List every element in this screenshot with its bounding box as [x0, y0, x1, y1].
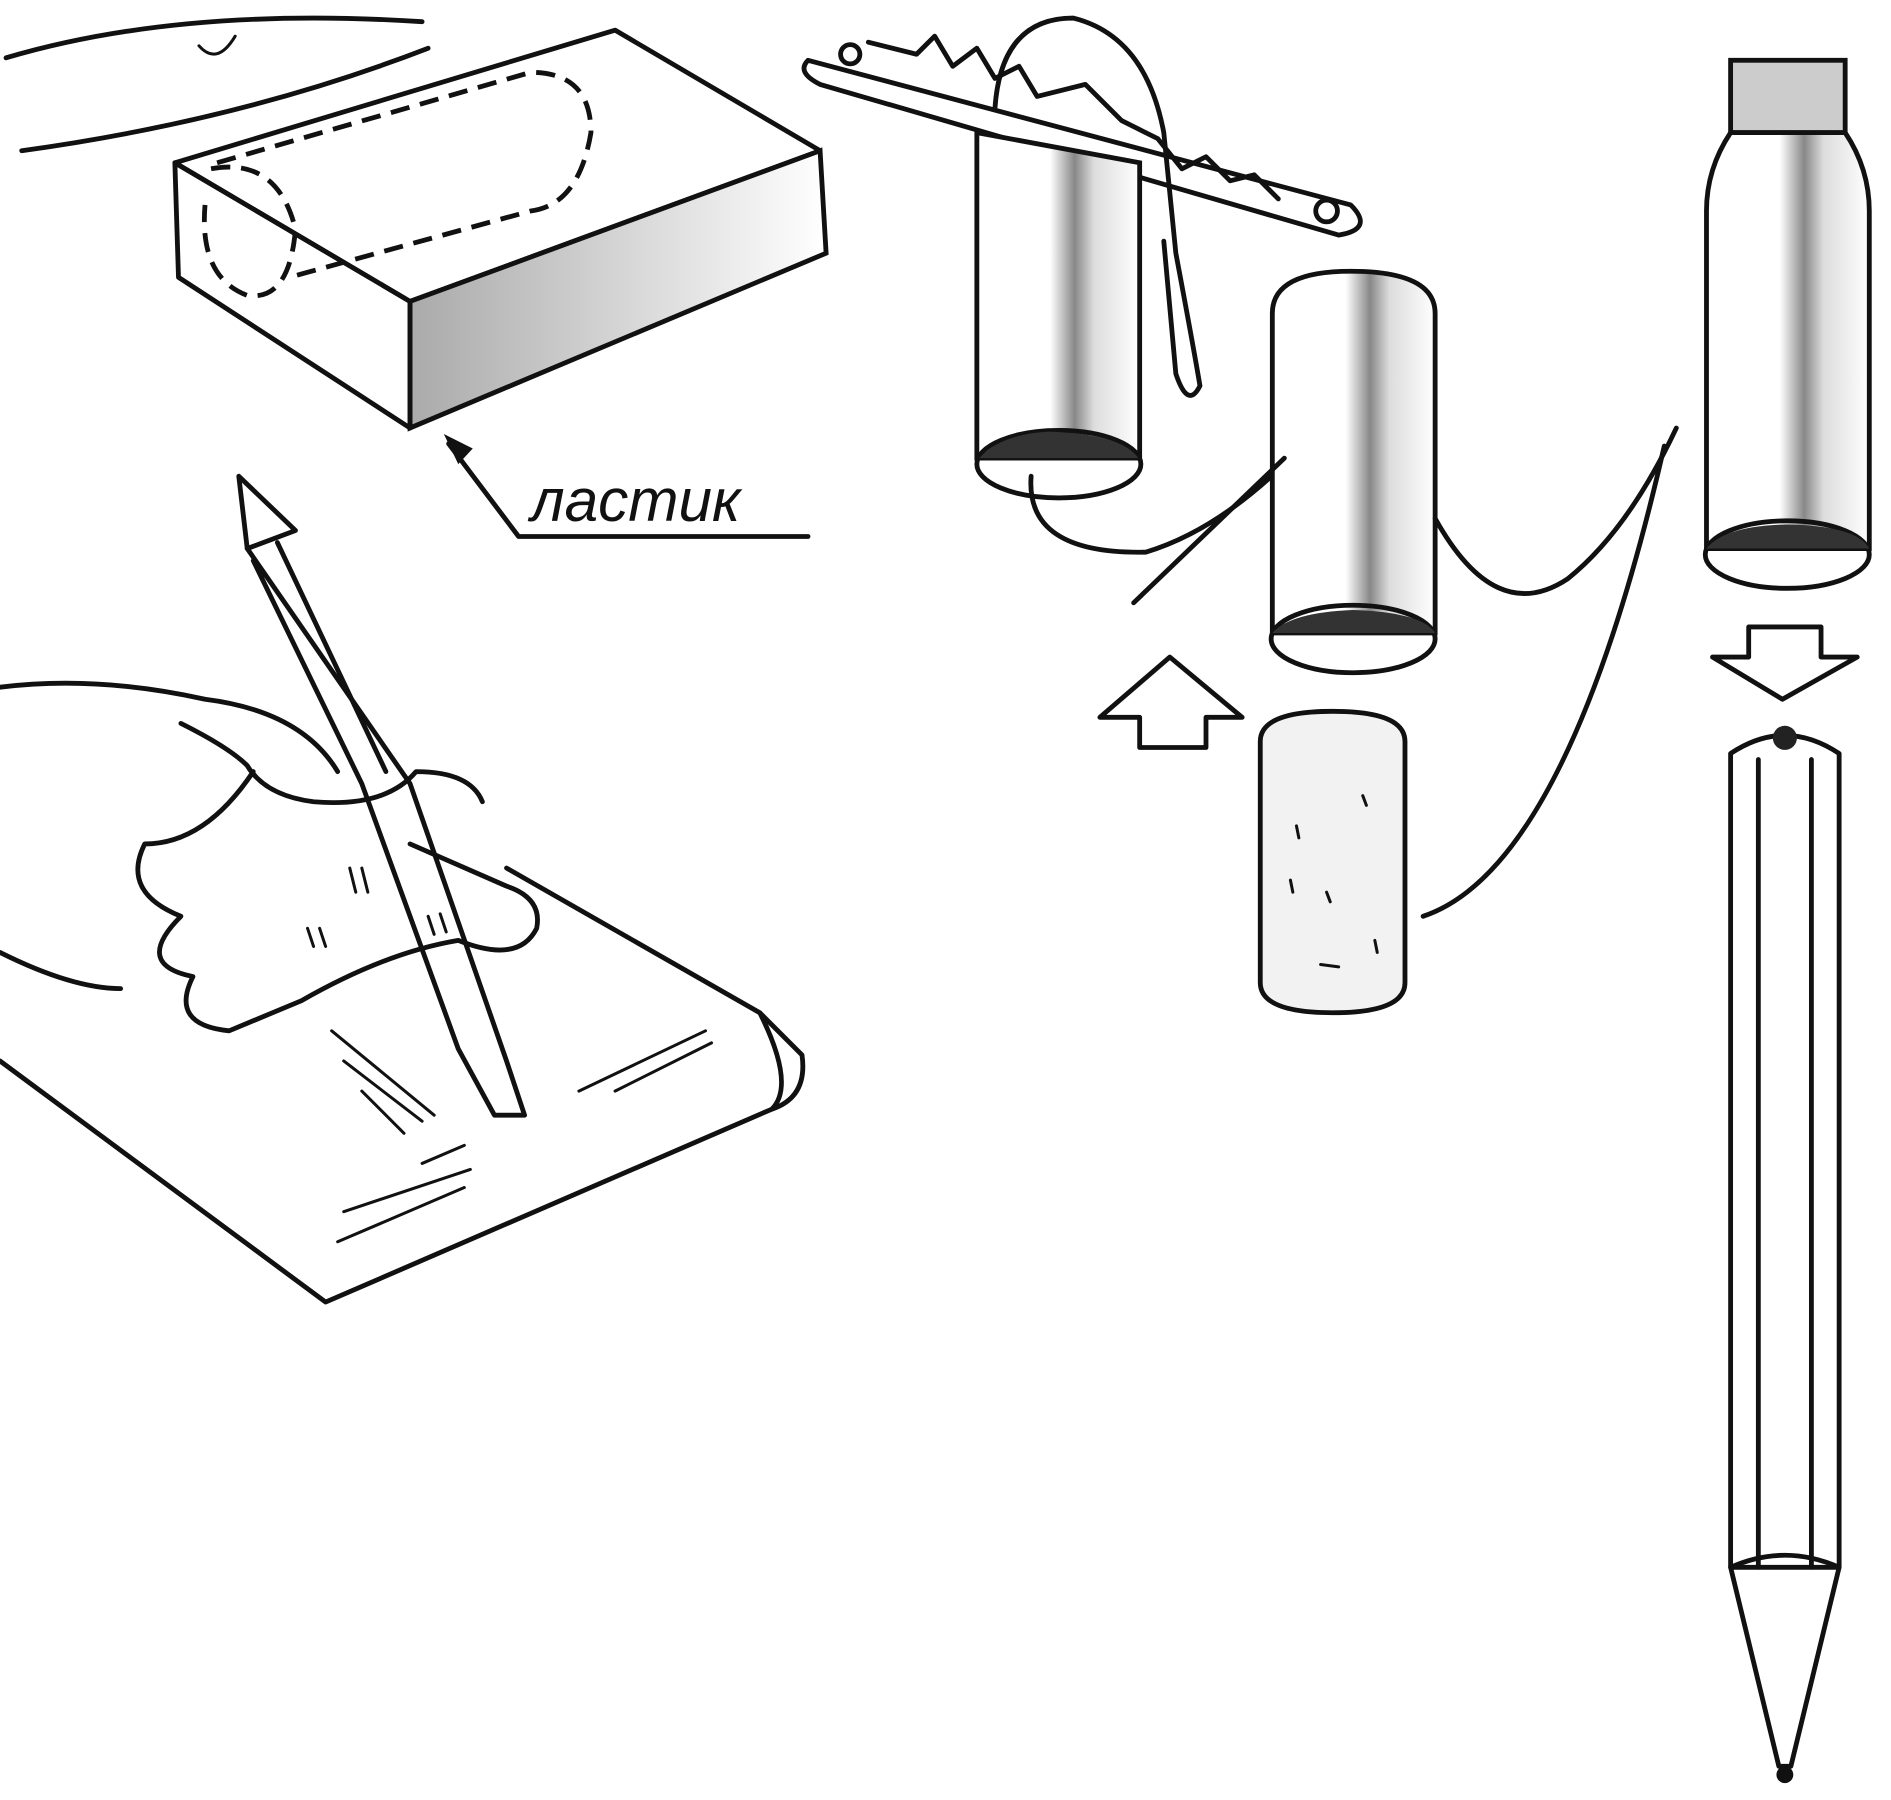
eraser-label-pointer	[443, 434, 811, 539]
arrow-up-icon	[1097, 654, 1245, 750]
pencil	[1728, 725, 1842, 1784]
notebook	[0, 865, 806, 1305]
hand	[0, 680, 540, 1034]
paper-sheet	[3, 15, 431, 154]
eraser-block	[172, 27, 829, 432]
eraser-label: ластик	[528, 466, 743, 534]
writing-pencil	[236, 473, 528, 1118]
cork-plug	[1257, 443, 1667, 1016]
hacksaw	[801, 15, 1363, 398]
tube-cut	[974, 129, 1293, 555]
tube-piece	[1131, 268, 1679, 676]
pencil-cap	[1702, 57, 1872, 591]
arrow-down-icon	[1710, 624, 1860, 702]
